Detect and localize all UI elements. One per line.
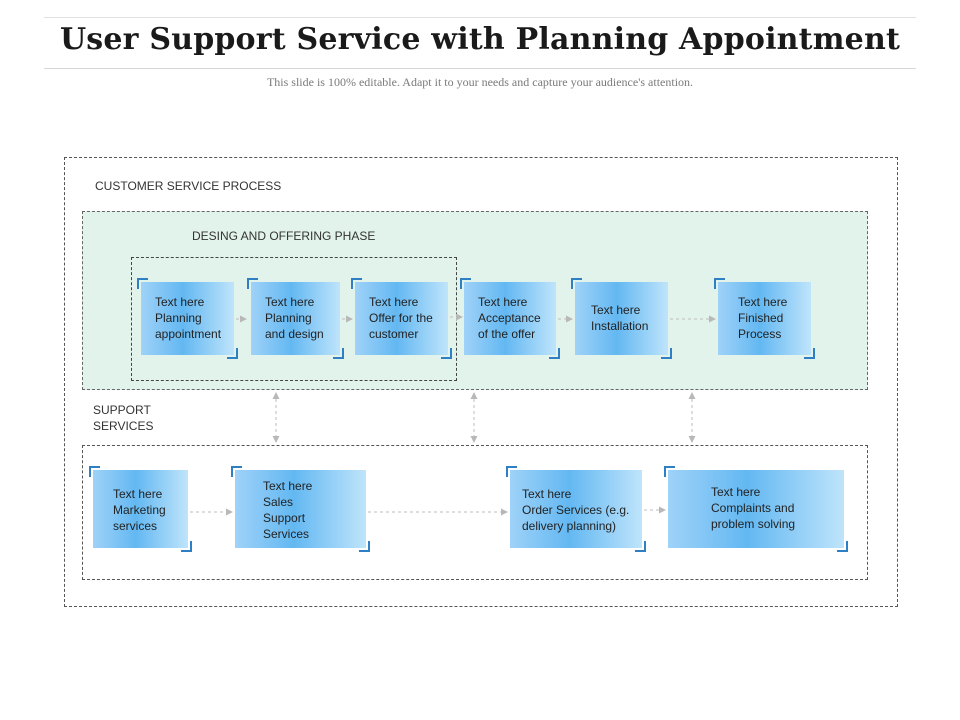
page-title: User Support Service with Planning Appoi… — [59, 22, 901, 57]
customer-service-process-label: CUSTOMER SERVICE PROCESS — [95, 179, 282, 193]
support-step-text: Text here Marketing services — [113, 487, 166, 533]
support-step-text: Text here Complaints and problem solving — [711, 485, 796, 531]
process-step-card: Text here Planning appointment — [137, 278, 238, 359]
process-step-text: Text here Installation — [591, 303, 649, 333]
support-step-text: Text here Sales Support Services — [263, 479, 313, 541]
page-subtitle: This slide is 100% editable. Adapt it to… — [266, 75, 694, 89]
customer-service-process-container — [64, 157, 898, 607]
support-step-card: Text here Complaints and problem solving — [664, 466, 848, 552]
process-step-text: Text here Finished Process — [738, 295, 788, 341]
process-step-card: Text here Acceptance of the offer — [460, 278, 560, 359]
process-step-text: Text here Acceptance of the offer — [478, 295, 541, 341]
support-step-card: Text here Order Services (e.g. delivery … — [506, 466, 646, 552]
process-step-card: Text here Planning and design — [247, 278, 344, 359]
support-services-container — [82, 445, 868, 580]
process-step-card: Text here Installation — [571, 278, 672, 359]
title-rule — [44, 68, 916, 69]
process-step-text: Text here Offer for the customer — [369, 295, 433, 341]
support-step-card: Text here Marketing services — [89, 466, 192, 552]
support-services-label: SUPPORT SERVICES — [93, 403, 154, 433]
support-step-text: Text here Order Services (e.g. delivery … — [522, 487, 630, 533]
support-step-card: Text here Sales Support Services — [231, 466, 370, 552]
process-step-text: Text here Planning and design — [265, 295, 324, 341]
process-step-text: Text here Planning appointment — [155, 295, 222, 341]
top-rule — [44, 17, 916, 18]
process-step-card: Text here Offer for the customer — [351, 278, 452, 359]
design-offering-phase-label: DESING AND OFFERING PHASE — [192, 229, 376, 243]
process-step-card: Text here Finished Process — [714, 278, 815, 359]
